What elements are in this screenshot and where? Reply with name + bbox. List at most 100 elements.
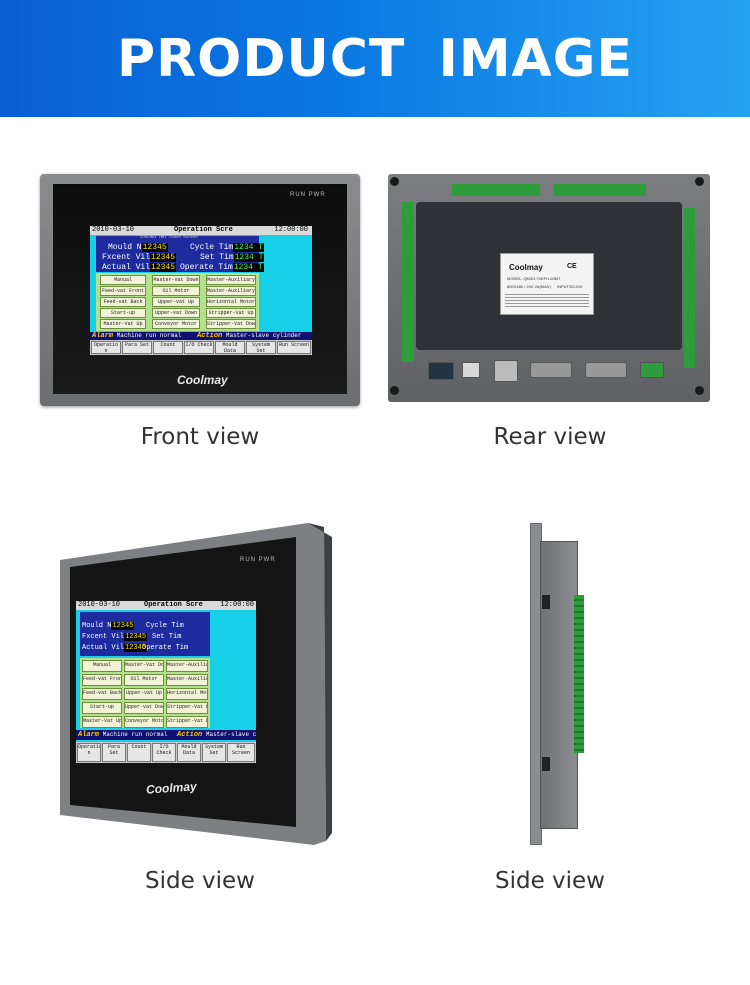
side-view-angled-device: RUN PWR 2010-03-10 Operation Scre 12:00:…	[58, 523, 332, 845]
screen-button[interactable]: Manual	[82, 660, 122, 672]
side-view-profile-device	[530, 523, 586, 845]
screen-nav-bar: Operatio n Para Set Count I/O Check Moul…	[76, 742, 256, 763]
screen-button[interactable]: Stripper-Vat Up	[206, 308, 256, 318]
screen-button[interactable]: Horizontal Motor	[166, 688, 208, 700]
field-actual: Actual Vil12345	[102, 263, 177, 272]
profile-terminal-block	[574, 595, 584, 753]
screen-button[interactable]: Stripper-Vat Up	[166, 702, 208, 714]
field-mould: Mould N12345	[82, 622, 135, 630]
screen-button[interactable]: Master-Auxiliary	[166, 674, 208, 686]
screen-function-grid: Manual Master-Vat Down Master-Auxiliary …	[80, 658, 210, 728]
screen-button[interactable]: Master-Vat Down	[152, 275, 200, 285]
profile-body	[540, 541, 578, 829]
field-fxcent: Fxcent Vil12345	[82, 633, 148, 641]
screen-button[interactable]: Manual	[100, 275, 146, 285]
field-cycle: Cycle Tim	[146, 622, 184, 630]
screen-button[interactable]: Upper-vat Down	[124, 702, 164, 714]
screen-button[interactable]: Upper-vat Up	[124, 688, 164, 700]
nav-button[interactable]: Operatio n	[77, 743, 101, 762]
screen-button[interactable]: Oil Motor	[124, 674, 164, 686]
rear-port-ethernet	[494, 360, 518, 382]
nav-button[interactable]: Para Set	[122, 341, 152, 354]
front-touch-screen: 2010-03-10 Operation Scre 12:00:00 COOLM…	[90, 226, 312, 355]
caption-front-view: Front view	[140, 424, 260, 450]
nav-button[interactable]: System Set	[246, 341, 276, 354]
action-label: Action	[177, 731, 203, 739]
caption-side-view-right: Side view	[494, 868, 605, 894]
rear-power-terminal	[640, 362, 664, 378]
screen-button[interactable]: Horizontal Motor	[206, 297, 256, 307]
nav-button[interactable]: System Set	[202, 743, 226, 762]
screen-button[interactable]: Stripper-Vat Down	[166, 716, 208, 728]
screen-button[interactable]: Feed-vat Front	[100, 286, 146, 296]
rear-label-sticker: Coolmay CE MODEL: QM3G-70KFH-60MT 800X48…	[500, 253, 594, 315]
rear-port-com1	[530, 362, 572, 378]
screen-button[interactable]: Feed-vat Back	[100, 297, 146, 307]
field-mould: Mould N12345	[108, 243, 168, 252]
screen-button[interactable]: Start-up	[82, 702, 122, 714]
nav-button[interactable]: Run Screen	[277, 341, 311, 354]
screen-alarm-bar: Alarm Machine run normal Action Master-s…	[76, 730, 256, 740]
screen-button[interactable]: Master-Vat Up	[82, 716, 122, 728]
screen-button[interactable]: Feed-vat Front	[82, 674, 122, 686]
alarm-text: Machine run normal	[102, 731, 168, 738]
screen-button[interactable]: Conveyor Motor	[152, 319, 200, 329]
field-actual: Actual Vil12345	[82, 644, 148, 652]
nav-button[interactable]: Operatio n	[91, 341, 121, 354]
alarm-text: Machine run normal	[116, 332, 182, 339]
screen-button[interactable]: Upper-vat Down	[152, 308, 200, 318]
sticker-brand: Coolmay	[509, 263, 543, 272]
nav-button[interactable]: Mould Data	[177, 743, 201, 762]
terminal-strip-right	[684, 208, 695, 368]
indicator-labels: RUN PWR	[290, 192, 326, 198]
indicator-labels: RUN PWR	[240, 557, 276, 563]
screen-date: 2010-03-10	[92, 226, 135, 234]
sticker-ce-mark: CE	[567, 263, 577, 270]
screen-button[interactable]: Master-Auxiliary	[206, 286, 256, 296]
nav-button[interactable]: Count	[153, 341, 183, 354]
caption-side-view-left: Side view	[144, 868, 255, 894]
field-operate: Operate Tim	[142, 644, 189, 652]
screen-button[interactable]: Conveyor Motor	[124, 716, 164, 728]
action-label: Action	[197, 332, 223, 340]
screen-button[interactable]: Start-up	[100, 308, 146, 318]
nav-button[interactable]: Mould Data	[215, 341, 245, 354]
screen-button[interactable]: Master-Auxiliary	[206, 275, 256, 285]
front-view-device: RUN PWR 2010-03-10 Operation Scre 12:00:…	[40, 174, 360, 406]
screen-button[interactable]: Stripper-Vat Down	[206, 319, 256, 329]
nav-button[interactable]: I/O Check	[184, 341, 214, 354]
screen-title: Operation Scre	[174, 226, 233, 234]
sticker-spec-1: 800X480 / 24V 2A(MAX)	[507, 284, 551, 289]
alarm-label: Alarm	[92, 332, 114, 340]
banner-title: PRODUCT IMAGE	[116, 28, 634, 89]
terminal-strip-top-right	[553, 184, 646, 196]
screen-status-bar: 2010-03-10 Operation Scre 12:00:00	[76, 601, 256, 610]
screen-date: 2010-03-10	[78, 601, 121, 609]
action-text: Master-slave cylinder	[225, 332, 302, 339]
nav-button[interactable]: Para Set	[102, 743, 126, 762]
alarm-label: Alarm	[78, 731, 100, 739]
sticker-model: MODEL: QM3G-70KFH-60MT	[507, 276, 561, 281]
screen-function-grid: Manual Master-Vat Down Master-Auxiliary …	[96, 273, 259, 331]
rear-port-com2	[585, 362, 627, 378]
screen-button[interactable]: Upper-vat Up	[152, 297, 200, 307]
profile-slot	[542, 757, 550, 771]
screen-button[interactable]: Feed-vat Back	[82, 688, 122, 700]
header-banner: PRODUCT IMAGE	[0, 0, 750, 117]
mount-hole	[695, 386, 704, 395]
field-set-time: Set Tim	[152, 633, 182, 641]
sticker-spec-2: INPUT:DC24V	[557, 284, 583, 289]
action-text: Master-slave cylinder	[205, 731, 256, 738]
screen-button[interactable]: Oil Motor	[152, 286, 200, 296]
screen-data-panel: COOLMAY HMI Touch Screen Mould N12345 Cy…	[96, 236, 265, 272]
terminal-strip-left	[402, 202, 414, 362]
caption-rear-view: Rear view	[493, 424, 607, 450]
screen-time: 12:00:00	[220, 601, 254, 609]
screen-button[interactable]: Master-Auxiliary	[166, 660, 208, 672]
nav-button[interactable]: Run Screen	[227, 743, 255, 762]
terminal-strip-top-left	[452, 184, 540, 196]
nav-button[interactable]: Count	[127, 743, 151, 762]
nav-button[interactable]: I/O Check	[152, 743, 176, 762]
screen-button[interactable]: Master-Vat Up	[100, 319, 146, 329]
screen-button[interactable]: Master-Vat Down	[124, 660, 164, 672]
